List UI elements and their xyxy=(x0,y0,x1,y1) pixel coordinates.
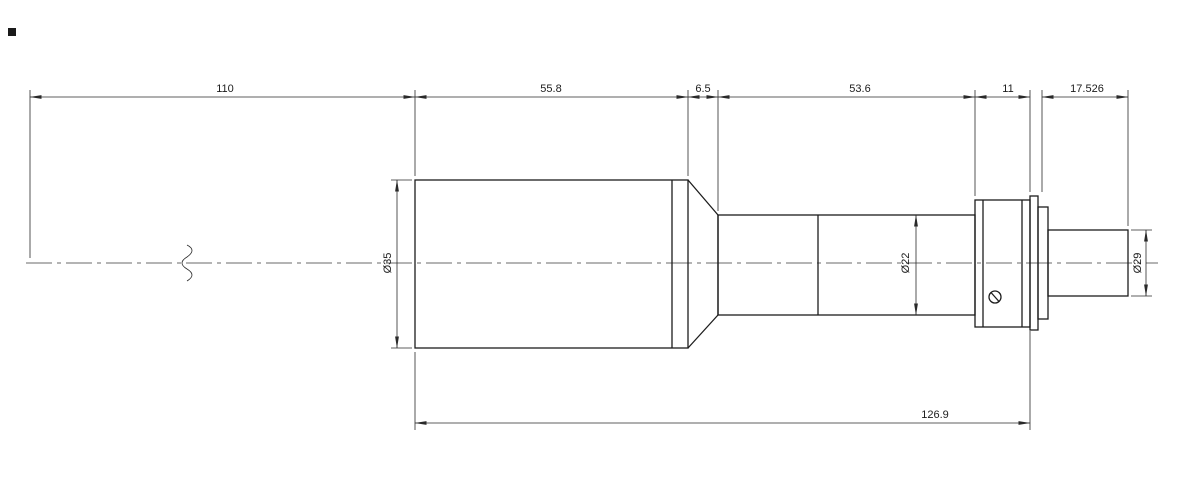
dim-label-overall-length: 126.9 xyxy=(921,409,949,421)
rear-mount-barrel xyxy=(1047,229,1129,297)
dim-label-mid-length: 53.6 xyxy=(849,83,870,95)
set-screw-slot xyxy=(990,292,1000,302)
dim-label-rear-diameter: Ø29 xyxy=(1132,253,1144,274)
corner-mark xyxy=(8,28,16,36)
dim-label-working-distance: 110 xyxy=(216,83,234,95)
set-screw-circle xyxy=(988,290,1002,304)
dim-front-diameter: Ø35 xyxy=(382,179,412,349)
dim-flange-length: 11 xyxy=(974,83,1031,192)
centerline xyxy=(26,244,1158,282)
taper-section xyxy=(687,179,719,349)
dim-working-distance: 110 xyxy=(29,83,416,258)
front-barrel xyxy=(414,179,689,349)
lens-outline xyxy=(414,179,1129,349)
axis-break-symbol xyxy=(181,244,193,282)
dim-label-flange-focal: 17.526 xyxy=(1070,83,1104,95)
mid-barrel xyxy=(717,214,976,316)
dim-label-front-diameter: Ø35 xyxy=(382,253,394,274)
dim-rear-diameter: Ø29 xyxy=(1131,229,1152,297)
dim-mid-length: 53.6 xyxy=(717,83,976,196)
dim-label-mid-diameter: Ø22 xyxy=(900,253,912,274)
set-screw xyxy=(988,290,1002,304)
dim-mid-diameter: Ø22 xyxy=(900,214,918,316)
dim-label-flange-length: 11 xyxy=(1002,83,1013,95)
dim-taper-length: 6.5 xyxy=(687,83,719,211)
dim-flange-focal-distance: 17.526 xyxy=(1041,83,1129,226)
dim-label-taper-length: 6.5 xyxy=(695,83,710,95)
dim-front-length: 55.8 xyxy=(414,83,689,176)
dim-overall-length: 126.9 xyxy=(414,331,1031,430)
dim-label-front-length: 55.8 xyxy=(540,83,561,95)
